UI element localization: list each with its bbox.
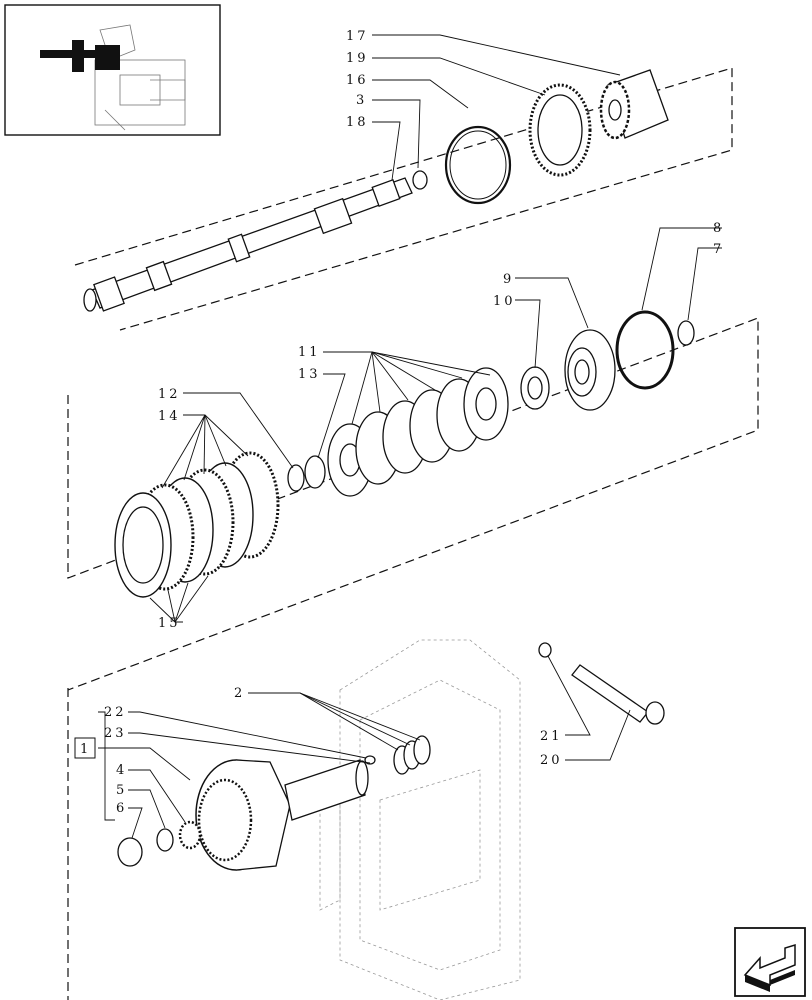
- clutch-discs-14-15: [114, 451, 280, 598]
- springs-2: [364, 735, 431, 775]
- callout-22: 22: [104, 705, 127, 720]
- leader-lines: [98, 34, 722, 839]
- circlip-16: [444, 125, 512, 205]
- pinion-4: [178, 820, 202, 850]
- callout-8: 8: [713, 221, 724, 236]
- callout-1: 1: [80, 742, 91, 757]
- callout-labels: 17 19 16 3 18 8 7 9 10 11 13 12 14 15 2 …: [80, 29, 724, 816]
- drum-1: [195, 759, 369, 871]
- location-thumbnail: [4, 4, 221, 136]
- washer-21: [538, 642, 552, 658]
- o-ring-7: [677, 320, 695, 346]
- callout-11: 11: [298, 345, 321, 360]
- callout-14: 14: [158, 409, 181, 424]
- callout-21: 21: [540, 729, 563, 744]
- housing-outline: [319, 639, 521, 1000]
- callout-5: 5: [116, 783, 127, 798]
- o-ring-8: [615, 310, 675, 390]
- callout-19: 19: [346, 51, 369, 66]
- callout-4: 4: [116, 763, 127, 778]
- callout-16: 16: [346, 73, 369, 88]
- callout-2: 2: [234, 686, 245, 701]
- ring-13: [304, 455, 326, 489]
- group-frames: [67, 67, 759, 1000]
- next-page-arrow-button[interactable]: [734, 927, 806, 997]
- callout-17: 17: [346, 29, 369, 44]
- gear-17: [599, 69, 669, 140]
- callout-3: 3: [356, 93, 367, 108]
- shaft-18: [83, 177, 413, 312]
- snap-ring-3: [412, 170, 428, 190]
- belleville-springs-11: [327, 367, 509, 497]
- callout-6: 6: [116, 801, 127, 816]
- callout-12: 12: [158, 387, 181, 402]
- circlip-6: [117, 837, 143, 867]
- callout-9: 9: [503, 272, 514, 287]
- arrow-left-down-icon: [743, 943, 796, 992]
- snap-ring-12: [287, 464, 305, 492]
- bolt-20: [571, 664, 665, 725]
- callout-7: 7: [713, 242, 724, 257]
- gear-ring-19: [528, 83, 592, 177]
- callout-15: 15: [158, 616, 181, 631]
- callout-13: 13: [298, 367, 321, 382]
- washer-10: [520, 366, 550, 410]
- callout-1-box: [74, 737, 96, 759]
- callout-20: 20: [540, 753, 563, 768]
- piston-9: [564, 329, 616, 411]
- callout-18: 18: [346, 115, 369, 130]
- callout-10: 10: [493, 294, 516, 309]
- callout-23: 23: [104, 726, 127, 741]
- washer-5: [156, 828, 174, 852]
